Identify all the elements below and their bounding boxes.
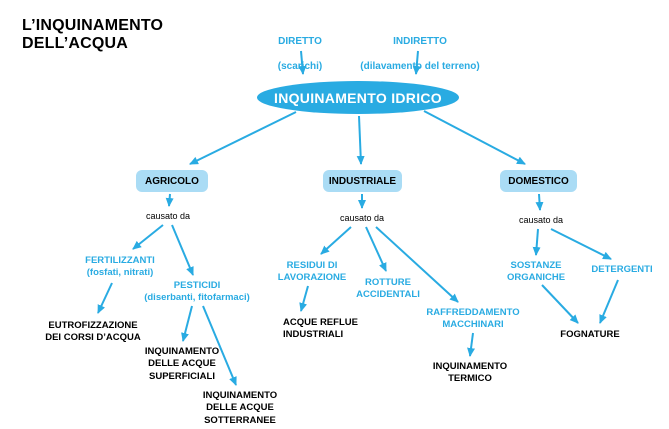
arrow-pesticidi-to-sotterranee <box>202 305 237 386</box>
node-direct: DIRETTO (scarichi) <box>278 23 322 86</box>
arrow-root-to-domestico <box>423 110 526 165</box>
arrow-agricolo-to-causato <box>165 193 174 207</box>
category-industriale-label: INDUSTRIALE <box>328 175 397 187</box>
arrow-root-to-industriale <box>356 115 365 165</box>
category-domestico: DOMESTICO <box>500 170 577 192</box>
arrow-detergenti-to-fognature <box>599 279 619 324</box>
root-node-label: INQUINAMENTO IDRICO <box>274 89 442 106</box>
arrow-causato-to-pesticidi <box>171 224 194 276</box>
node-indirect-sub: (dilavamento del terreno) <box>360 60 480 72</box>
page-title: L’INQUINAMENTO DELL’ACQUA <box>22 17 164 52</box>
arrow-causato-to-raffreddamento <box>375 226 459 303</box>
cause-raffreddamento-macchinari: RAFFREDDAMENTO MACCHINARI <box>426 307 520 331</box>
cause-fertilizzanti: FERTILIZZANTI (fosfati, nitrati) <box>85 255 155 279</box>
cause-sostanze-organiche: SOSTANZE ORGANICHE <box>506 260 566 284</box>
arrow-root-to-agricolo <box>189 111 297 165</box>
category-agricolo-label: AGRICOLO <box>145 175 199 187</box>
node-indirect: INDIRETTO (dilavamento del terreno) <box>360 23 479 86</box>
cause-rotture-accidentali: ROTTURE ACCIDENTALI <box>356 277 420 301</box>
root-node: INQUINAMENTO IDRICO <box>257 81 459 114</box>
connector-label-agricolo: causato da <box>145 211 191 221</box>
category-industriale: INDUSTRIALE <box>323 170 402 192</box>
arrow-indirect-to-root <box>412 50 421 75</box>
effect-fognature: FOGNATURE <box>560 329 620 340</box>
effect-eutrofizzazione: EUTROFIZZAZIONE DEI CORSI D’ACQUA <box>45 320 141 344</box>
cause-detergenti: DETERGENTI <box>591 264 653 275</box>
arrow-causato-to-fertilizzanti <box>132 224 164 250</box>
effect-acque-sotterranee: INQUINAMENTO DELLE ACQUE SOTTERRANEE <box>202 390 278 426</box>
category-agricolo: AGRICOLO <box>136 170 208 192</box>
arrow-domestico-to-causato <box>535 193 544 211</box>
arrow-sostanze-to-fognature <box>541 284 579 324</box>
category-domestico-label: DOMESTICO <box>508 175 569 187</box>
arrow-causato-to-sostanze <box>532 228 541 256</box>
arrow-causato-to-residui <box>320 226 352 255</box>
connector-label-industriale: causato da <box>339 213 385 223</box>
arrow-causato-to-detergenti <box>550 228 612 260</box>
cause-pesticidi: PESTICIDI (diserbanti, fitofarmaci) <box>144 280 250 304</box>
connector-label-domestico: causato da <box>518 215 564 225</box>
effect-inquinamento-termico: INQUINAMENTO TERMICO <box>432 361 508 385</box>
node-indirect-label: INDIRETTO <box>393 35 447 47</box>
cause-residui-lavorazione: RESIDUI DI LAVORAZIONE <box>277 260 347 284</box>
arrow-fertilizzanti-to-eutrofizzazione <box>97 282 113 314</box>
arrow-causato-to-rotture <box>365 226 387 272</box>
arrow-residui-to-acque-reflue <box>299 285 309 312</box>
arrow-pesticidi-to-superficiali <box>181 305 193 342</box>
arrow-direct-to-root <box>298 50 307 75</box>
node-direct-sub: (scarichi) <box>277 60 323 72</box>
effect-acque-reflue: ACQUE REFLUE INDUSTRIALI <box>283 317 358 341</box>
node-direct-label: DIRETTO <box>278 35 322 47</box>
arrow-raffreddamento-to-termico <box>467 332 476 357</box>
effect-acque-superficiali: INQUINAMENTO DELLE ACQUE SUPERFICIALI <box>144 346 220 382</box>
